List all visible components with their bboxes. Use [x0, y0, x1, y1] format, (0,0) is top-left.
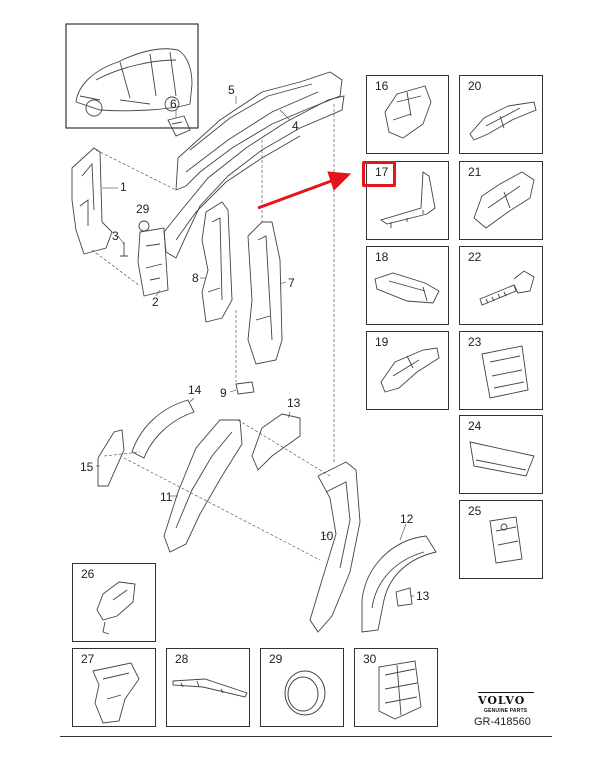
part-box-29: 29	[260, 648, 344, 727]
part-label-5: 5	[228, 83, 235, 97]
part-box-20: 20	[459, 75, 543, 154]
part-box-28: 28	[166, 648, 250, 727]
part-box-24: 24	[459, 415, 543, 494]
part-box-27: 27	[72, 648, 156, 727]
part-label-6: 6	[170, 97, 177, 111]
part-box-23: 23	[459, 331, 543, 410]
part-box-26: 26	[72, 563, 156, 642]
part-box-30: 30	[354, 648, 438, 727]
part-box-25: 25	[459, 500, 543, 579]
part-label-13-lower: 13	[416, 589, 430, 603]
part-17-highlight	[362, 161, 396, 187]
part-box-16: 16	[366, 75, 449, 154]
part-label-1: 1	[120, 180, 127, 194]
part-label-14: 14	[188, 383, 202, 397]
part-label-12: 12	[400, 512, 414, 526]
volvo-logo-icon	[478, 692, 534, 693]
part-box-22: 22	[459, 246, 543, 325]
part-box-19: 19	[366, 331, 449, 410]
part-box-21: 21	[459, 161, 543, 240]
part-label-7: 7	[288, 276, 295, 290]
brand-subtitle: GENUINE PARTS	[484, 708, 528, 714]
part-label-29-small: 29	[136, 202, 150, 216]
part-label-8: 8	[192, 271, 199, 285]
part-label-13-upper: 13	[287, 396, 301, 410]
highlight-arrow	[257, 171, 352, 210]
part-label-9: 9	[220, 386, 227, 400]
footer-rule	[60, 736, 552, 737]
brand-logo: VOLVO	[478, 694, 526, 707]
diagram-code: GR-418560	[474, 716, 531, 728]
part-box-18: 18	[366, 246, 449, 325]
part-label-2: 2	[152, 295, 159, 309]
part-label-10: 10	[320, 529, 334, 543]
part-box-17: 17	[366, 161, 449, 240]
part-label-3: 3	[112, 229, 119, 243]
part-label-15: 15	[80, 460, 94, 474]
part-label-11: 11	[160, 490, 173, 504]
part-label-4: 4	[292, 119, 299, 133]
